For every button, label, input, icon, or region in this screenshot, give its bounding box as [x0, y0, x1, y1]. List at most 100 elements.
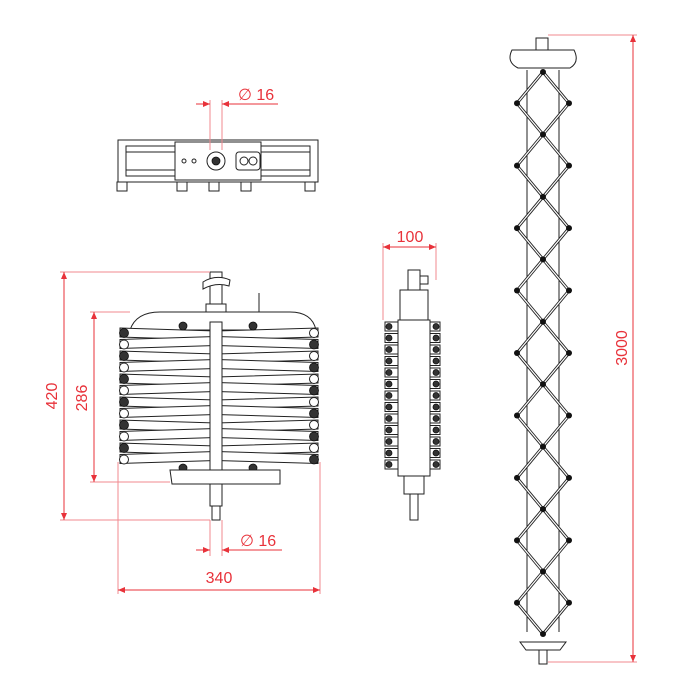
lattice-bar-inner	[542, 134, 570, 167]
hinge	[432, 357, 440, 365]
lattice-bar-inner	[542, 227, 570, 260]
foot	[208, 181, 220, 192]
lattice-node	[514, 537, 520, 544]
top-view: ∅ 16	[116, 87, 319, 192]
hinge	[432, 346, 440, 353]
hinge	[119, 443, 129, 453]
lattice-bar-inner	[516, 102, 544, 135]
hinge	[119, 454, 129, 465]
lattice-bar-inner	[516, 415, 544, 448]
lattice-node	[540, 318, 546, 325]
lattice-bar-inner	[516, 477, 544, 510]
hinge	[385, 426, 393, 434]
hinge	[385, 346, 393, 353]
lattice-bar-inner	[516, 446, 544, 479]
hinge	[119, 397, 129, 407]
lattice-node	[514, 599, 520, 606]
height-286-label: 286	[74, 385, 91, 412]
lattice-node	[514, 100, 520, 107]
lattice-bar-inner	[542, 165, 570, 198]
hinge	[385, 392, 393, 399]
hinge	[432, 461, 440, 468]
lattice-node	[540, 193, 546, 200]
lattice-node	[566, 537, 572, 544]
hinge	[309, 339, 319, 350]
lattice-bar-inner	[516, 321, 544, 354]
lattice-bar-inner	[516, 571, 544, 604]
hinge	[432, 415, 440, 422]
hinge	[385, 334, 393, 342]
hinge	[385, 380, 393, 388]
hinge	[309, 420, 319, 430]
lattice-node	[566, 287, 572, 294]
lattice-node	[540, 631, 546, 637]
lattice-bar-inner	[516, 352, 544, 385]
lattice-bar-inner	[542, 446, 570, 479]
lattice-node	[566, 350, 572, 356]
lattice-bar-inner	[516, 196, 544, 229]
lattice-bar-inner	[542, 102, 570, 135]
front-view: 420 286 ∅ 16 340	[44, 271, 321, 594]
lattice-node	[566, 599, 572, 606]
lattice-bar-inner	[516, 508, 544, 541]
hinge	[119, 431, 129, 442]
lattice-node	[514, 225, 520, 232]
hinge	[309, 328, 319, 338]
lattice-node	[566, 225, 572, 232]
lattice-bar-inner	[542, 352, 570, 385]
foot	[304, 181, 316, 192]
hinge	[385, 415, 393, 422]
hinge	[385, 438, 393, 445]
hinge	[309, 374, 319, 384]
lattice-node	[540, 69, 546, 75]
lattice-node	[514, 412, 520, 419]
lattice-node	[566, 412, 572, 419]
extended-view: 3000	[509, 34, 637, 665]
pivot	[248, 321, 258, 331]
hinge	[309, 443, 319, 453]
lattice-node	[514, 350, 520, 356]
hinge	[309, 397, 319, 407]
foot	[240, 181, 252, 192]
lattice-bar-inner	[542, 71, 570, 104]
lattice-node	[540, 568, 546, 575]
lattice-bar-inner	[542, 415, 570, 448]
lattice-bar-inner	[516, 602, 544, 635]
lattice-bar-inner	[516, 134, 544, 167]
hinge	[432, 438, 440, 445]
lattice-bar-inner	[542, 321, 570, 354]
hinge	[119, 420, 129, 430]
hinge	[119, 351, 129, 361]
lattice-node	[514, 287, 520, 294]
lattice-bar-inner	[542, 290, 570, 323]
hinge	[432, 392, 440, 399]
hinge	[432, 380, 440, 388]
length-3000-label: 3000	[614, 330, 631, 366]
hinge	[385, 461, 393, 468]
lattice-node	[540, 506, 546, 513]
hinge	[119, 339, 129, 350]
hinge	[119, 408, 129, 419]
lattice-bar-inner	[516, 383, 544, 416]
hinge	[309, 408, 319, 419]
lattice-node	[514, 474, 520, 481]
hinge	[385, 323, 393, 330]
hinge	[309, 351, 319, 361]
hinge	[385, 449, 393, 457]
hinge	[309, 454, 319, 465]
foot	[116, 181, 128, 192]
hinge	[432, 426, 440, 434]
lattice-node	[540, 443, 546, 450]
pivot	[178, 321, 188, 331]
hinge	[432, 403, 440, 411]
lattice-bar-inner	[516, 227, 544, 260]
lattice-bar-inner	[516, 71, 544, 104]
lattice-bar-inner	[516, 165, 544, 198]
lattice-bar-inner	[542, 508, 570, 541]
lattice-node	[540, 131, 546, 138]
lattice-bar-inner	[542, 477, 570, 510]
lattice-bar-inner	[542, 539, 570, 572]
lattice-node	[566, 162, 572, 169]
